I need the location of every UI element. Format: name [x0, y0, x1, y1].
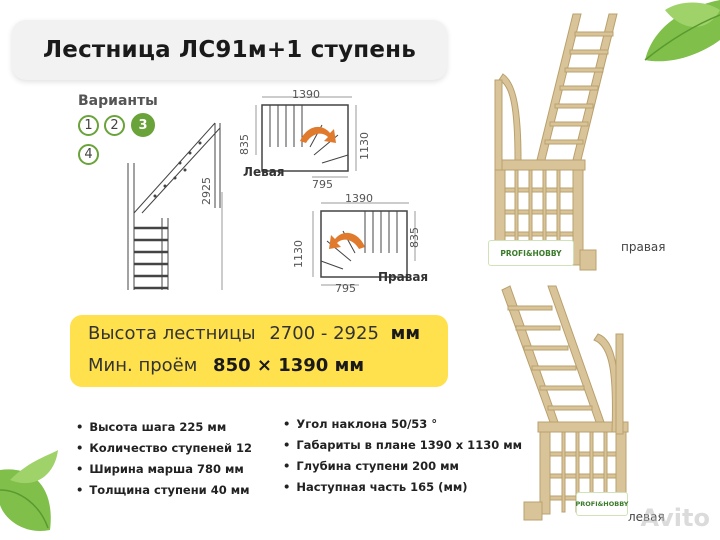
- variant-option-2[interactable]: 2: [104, 115, 125, 136]
- leaf-decoration-bottom-left: [0, 450, 58, 531]
- left-plan-side: 835: [238, 134, 251, 155]
- avito-watermark: Avito: [640, 504, 710, 532]
- photo-label-left: левая: [628, 510, 665, 524]
- right-plan-diagram: [312, 202, 416, 286]
- brand-logo-top: PROFI&HOBBY: [488, 240, 574, 266]
- height-line: Высота лестницы 2700 - 2925 мм: [88, 323, 420, 344]
- left-plan-label: Левая: [243, 165, 285, 179]
- spec-item: Глубина ступени 200 мм: [283, 456, 522, 477]
- staircase-photo-left: [501, 285, 629, 521]
- right-plan-width: 1390: [345, 192, 373, 205]
- elevation-height-label: 2925: [200, 177, 213, 205]
- right-plan-label: Правая: [378, 270, 429, 284]
- variant-option-1[interactable]: 1: [78, 115, 99, 136]
- right-plan-depth: 1130: [292, 240, 305, 268]
- spec-item: Угол наклона 50/53 °: [283, 414, 522, 435]
- brand-logo-bottom: PROFI&HOBBY: [575, 492, 629, 516]
- spec-item: Толщина ступени 40 мм: [76, 480, 252, 501]
- spec-list-left: Высота шага 225 мм Количество ступеней 1…: [76, 417, 252, 501]
- spec-item: Высота шага 225 мм: [76, 417, 252, 438]
- height-unit: мм: [390, 323, 421, 344]
- height-range: 2700 - 2925: [269, 323, 379, 344]
- variants-label: Варианты: [78, 93, 158, 109]
- left-plan-diagram: [255, 96, 357, 178]
- highlight-box: [70, 315, 448, 387]
- leaf-decoration-top-right: [644, 0, 720, 62]
- left-plan-depth: 1130: [358, 132, 371, 160]
- stair-elevation-diagram: [127, 122, 223, 290]
- opening-line: Мин. проём 850 × 1390 мм: [88, 355, 364, 376]
- title-box: Лестница ЛС91м+1 ступень: [12, 20, 447, 80]
- spec-list-right: Угол наклона 50/53 ° Габариты в плане 13…: [283, 414, 522, 498]
- spec-item: Наступная часть 165 (мм): [283, 477, 522, 498]
- brand-logo-text: PROFI&HOBBY: [500, 248, 562, 258]
- variant-option-3[interactable]: 3: [131, 113, 155, 137]
- spec-item: Количество ступеней 12: [76, 438, 252, 459]
- left-plan-bottom: 795: [312, 178, 333, 191]
- brand-logo-text: PROFI&HOBBY: [575, 500, 629, 508]
- height-label: Высота лестницы: [88, 323, 256, 344]
- left-plan-width: 1390: [292, 88, 320, 101]
- photo-label-right: правая: [621, 240, 666, 254]
- opening-label: Мин. проём: [88, 355, 198, 376]
- opening-value: 850 × 1390 мм: [213, 355, 365, 376]
- right-plan-bottom: 795: [335, 282, 356, 295]
- spec-item: Ширина марша 780 мм: [76, 459, 252, 480]
- variant-option-4[interactable]: 4: [78, 144, 99, 165]
- page-title: Лестница ЛС91м+1 ступень: [42, 37, 416, 63]
- right-plan-side: 835: [408, 227, 421, 248]
- staircase-photo-right: [494, 13, 618, 271]
- spec-item: Габариты в плане 1390 х 1130 мм: [283, 435, 522, 456]
